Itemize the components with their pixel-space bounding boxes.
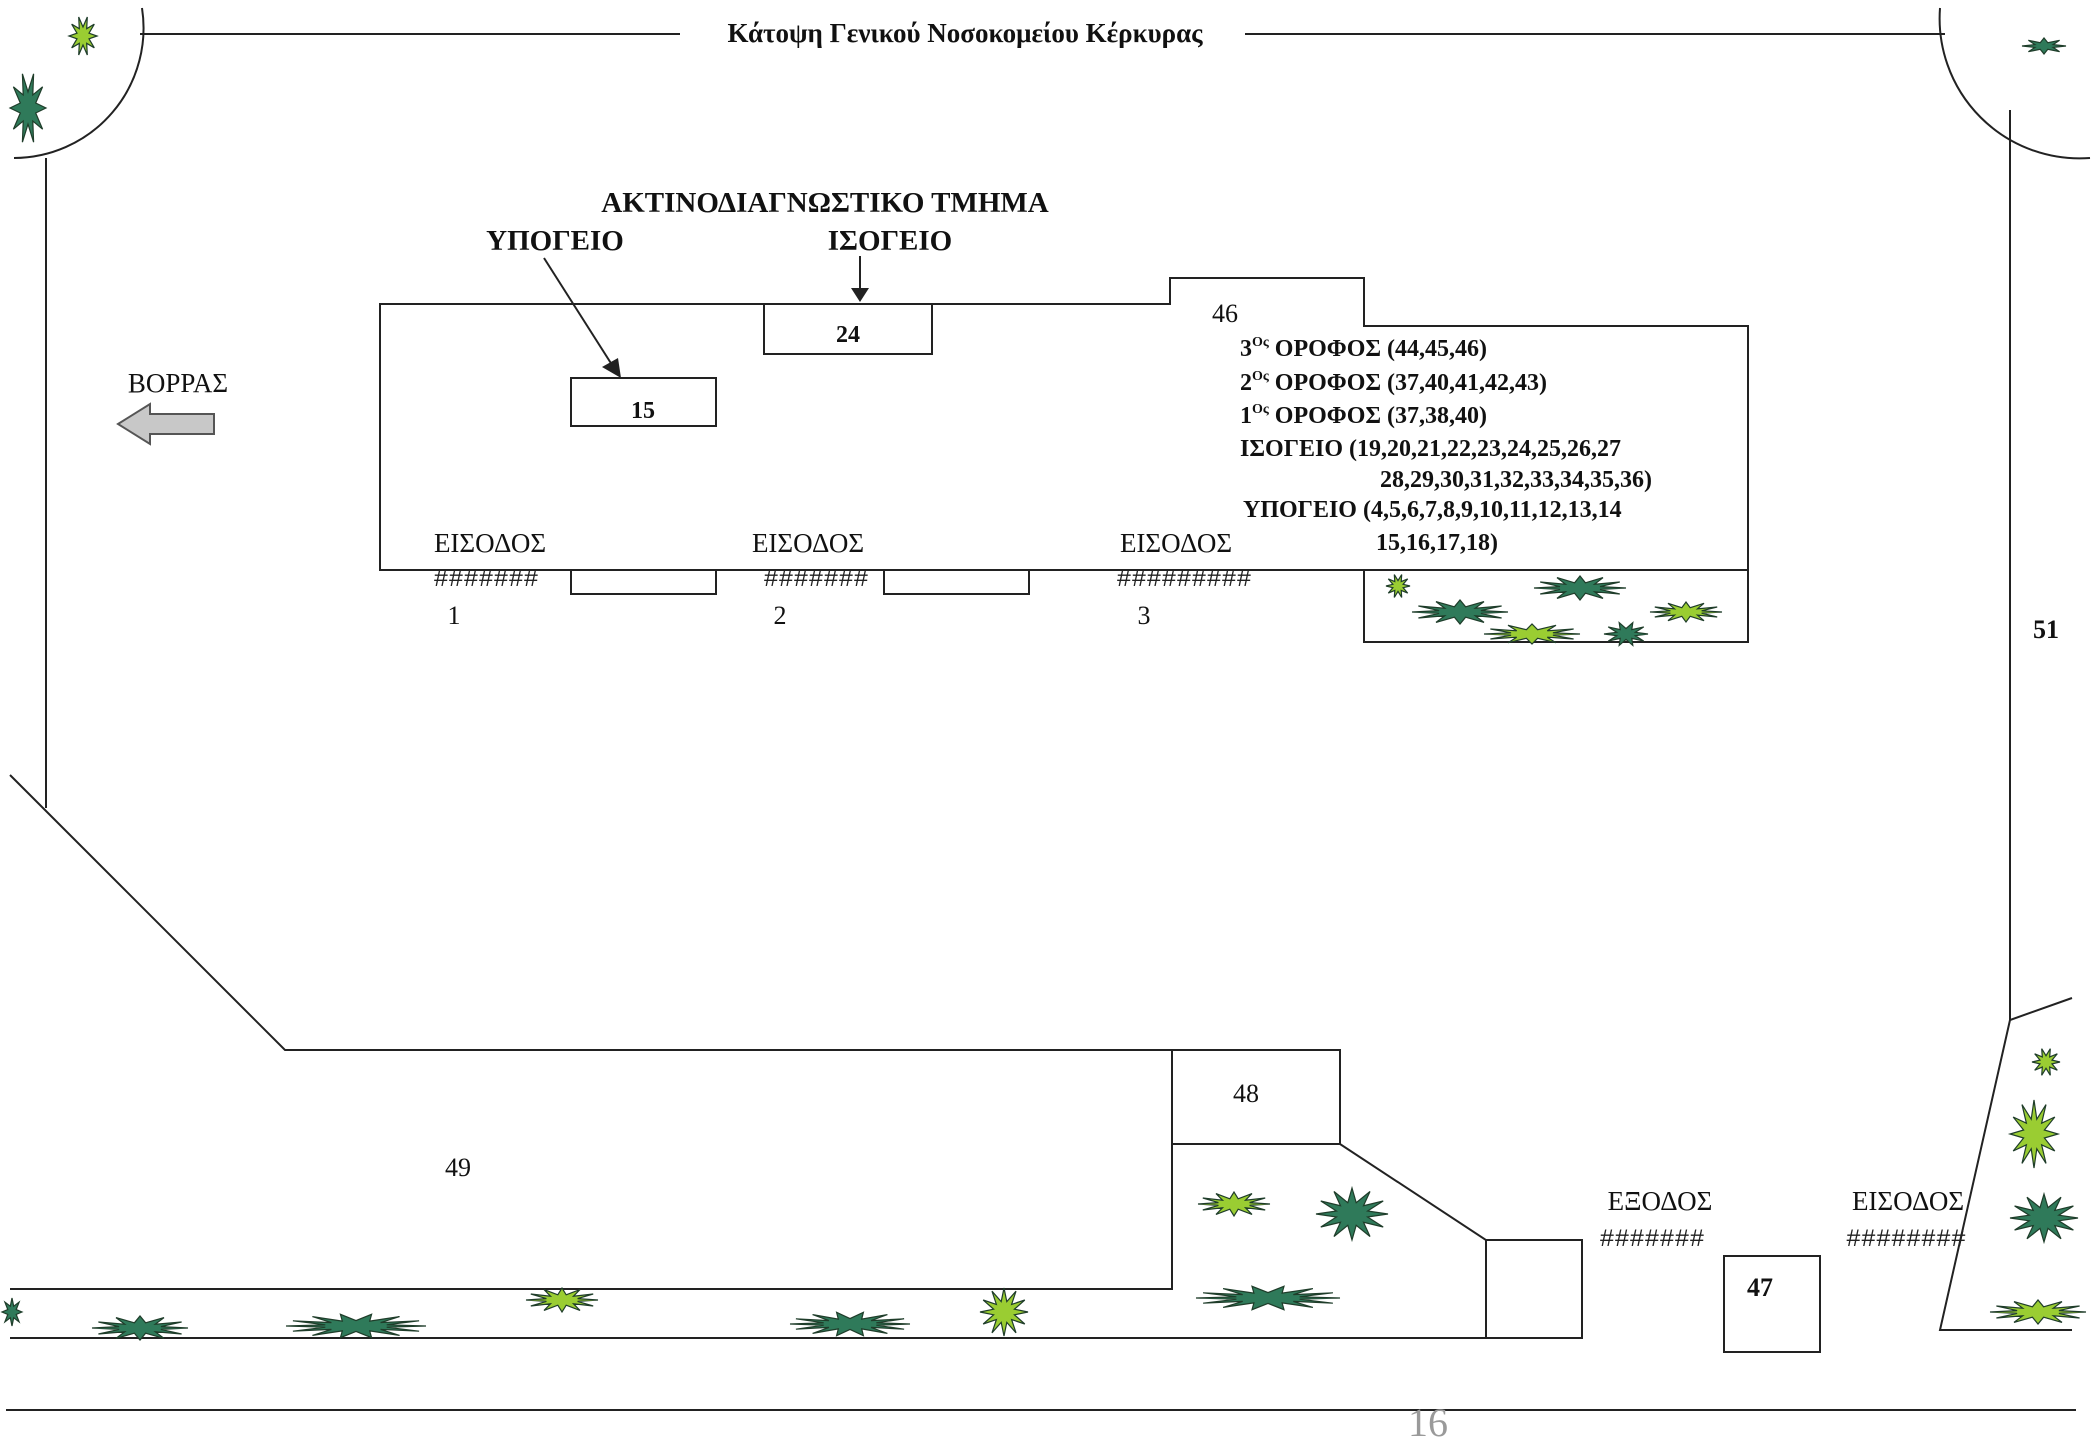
room-24-label: 24 (836, 322, 860, 348)
entrance-2-hatch: ####### (763, 565, 868, 594)
plant-icon (0, 1297, 24, 1327)
plant-icon (1989, 1299, 2087, 1325)
building-49-outline (9, 774, 1173, 1290)
room-15-label: 15 (631, 398, 655, 424)
page-number: 16 (1408, 1400, 1448, 1442)
entrance-1-label: ΕΙΣΟΔΟΣ (434, 528, 546, 558)
plant-icon (8, 73, 48, 143)
radiology-label: ΑΚΤΙΝΟΔΙΑΓΝΩΣΤΙΚΟ ΤΜΗΜΑ (601, 187, 1048, 219)
plant-icon (91, 1315, 189, 1341)
annex-box-2 (883, 569, 1030, 595)
plant-icon (1533, 575, 1627, 601)
plant-icon (1197, 1190, 1271, 1218)
entrance-2-label: ΕΙΣΟΔΟΣ (752, 528, 864, 558)
main-building-outline (379, 277, 1749, 571)
entrance-2-number: 2 (774, 601, 787, 630)
plant-icon (525, 1286, 599, 1314)
plant-icon (2021, 37, 2067, 55)
ground-pointer-head (851, 288, 869, 302)
plant-icon (1483, 623, 1581, 645)
gatehouse-box (1485, 1239, 1583, 1339)
entrance-4-hatch: ######## (1846, 1225, 1966, 1254)
corner-tree-area-left (13, 7, 145, 159)
plant-icon (1649, 600, 1723, 624)
annex-box-1 (570, 569, 717, 595)
room-15-box (570, 377, 717, 427)
plant-icon (2009, 1191, 2079, 1245)
building-48-box (1171, 1049, 1341, 1145)
plant-icon (979, 1287, 1029, 1337)
corner-tree-area-right (1938, 7, 2091, 160)
entrance-1-hatch: ####### (433, 565, 538, 594)
plant-icon (285, 1313, 427, 1339)
number-47-label: 47 (1747, 1273, 1773, 1302)
entrance-4-label: ΕΙΣΟΔΟΣ (1852, 1186, 1964, 1216)
plan-title: Κάτοψη Γενικού Νοσοκομείου Κέρκυρας (727, 18, 1203, 48)
entrance-1-number: 1 (448, 601, 461, 630)
number-48-label: 48 (1233, 1079, 1259, 1108)
exit-label: ΕΞΟΔΟΣ (1608, 1186, 1713, 1216)
entrance-3-number: 3 (1138, 601, 1151, 630)
exit-hatch: ####### (1599, 1225, 1704, 1254)
entrance-3-hatch: ######### (1116, 565, 1251, 594)
plant-icon (1195, 1285, 1341, 1311)
room-24-box (763, 303, 933, 355)
ground-floor-rooms-line-2: 28,29,30,31,32,33,34,35,36) (1380, 467, 1652, 493)
vegetation-group (0, 16, 2087, 1341)
plant-icon (67, 16, 99, 56)
basement-rooms-line-1: ΥΠΟΓΕΙΟ (4,5,6,7,8,9,10,11,12,13,14 (1243, 497, 1622, 523)
east-garden-outline (1938, 997, 2073, 1331)
north-arrow-icon (116, 402, 215, 446)
entrance-3-label: ΕΙΣΟΔΟΣ (1120, 528, 1232, 558)
basement-rooms-line-2: 15,16,17,18) (1376, 530, 1498, 556)
ground-floor-rooms-line-1: ΙΣΟΓΕΙΟ (19,20,21,22,23,24,25,26,27 (1240, 436, 1621, 462)
number-46-label: 46 (1212, 299, 1238, 328)
plant-icon (1411, 599, 1509, 625)
plant-icon (1315, 1185, 1389, 1243)
basement-label: ΥΠΟΓΕΙΟ (486, 225, 624, 257)
plant-icon (1385, 574, 1411, 598)
plant-icon (2007, 1099, 2061, 1169)
north-label: ΒΟΡΡΑΣ (128, 368, 228, 398)
plant-icon (1603, 621, 1649, 647)
garden-triangle-edge (1172, 1143, 1487, 1338)
basement-pointer-line (543, 257, 615, 369)
ground-floor-label: ΙΣΟΓΕΙΟ (828, 225, 952, 257)
building-47-box (1723, 1255, 1821, 1353)
number-51-label: 51 (2033, 615, 2059, 644)
basement-pointer-head (602, 358, 621, 378)
number-49-label: 49 (445, 1153, 471, 1182)
plant-icon (2031, 1048, 2061, 1076)
plant-icon (789, 1311, 911, 1337)
